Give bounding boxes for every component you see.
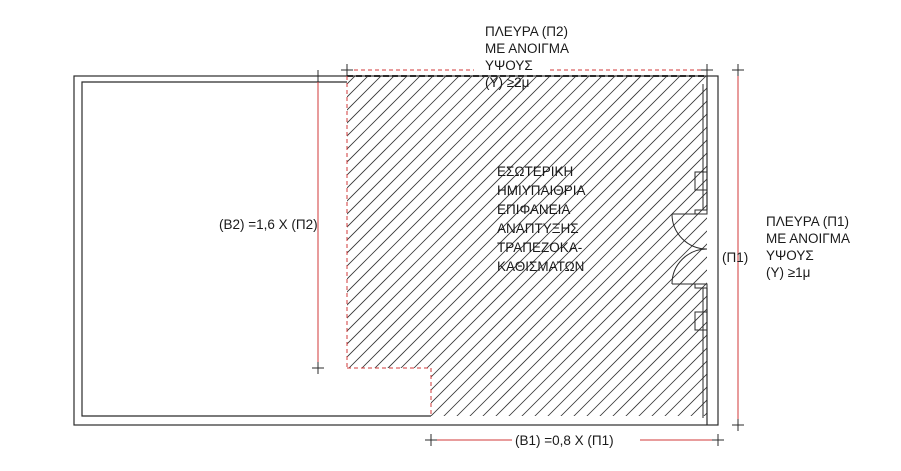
hatch-line: [373, 76, 707, 416]
hatch-line: [347, 76, 509, 416]
dim-b2-label: (Β2) =1,6 Χ (Π2): [219, 217, 318, 232]
hatch-line: [347, 76, 470, 416]
hatch-line: [347, 76, 678, 416]
door-swing-arc-lower: [671, 248, 708, 285]
hatch-line: [738, 40, 901, 460]
hatch-line: [386, 76, 707, 416]
hatched-area-label: ΕΣΩΤΕΡΙΚΗ ΗΜΙΥΠΑΙΘΡΙΑ ΕΠΙΦΑΝΕΙΑ ΑΝΑΠΤΥΞΗ…: [497, 164, 589, 274]
inner-wall-left: [81, 81, 431, 417]
building-walls: [73, 75, 719, 426]
hatch-line: [347, 76, 483, 416]
hatch-line: [516, 76, 707, 416]
hatch-line: [347, 76, 353, 416]
hatch-line: [347, 76, 704, 416]
hatch-line: [542, 76, 707, 416]
hatch-line: [0, 40, 313, 460]
hatch-line: [347, 76, 613, 416]
door-swing-arc-upper: [671, 213, 708, 250]
hatch-line: [347, 76, 444, 416]
hatch-line: [347, 76, 522, 416]
hatch-line: [347, 76, 392, 416]
hatch-line: [0, 40, 326, 460]
hatch-line: [620, 76, 707, 416]
hatch-line: [399, 76, 707, 416]
hatch-line: [347, 76, 496, 416]
hatch-line: [347, 76, 665, 416]
hatch-line: [347, 76, 366, 416]
dim-b1-label: (Β1) =0,8 Χ (Π1): [515, 433, 614, 448]
dim-p1-label: (Π1): [722, 250, 748, 265]
hatch-line: [490, 76, 707, 416]
side-p2-opening: [347, 69, 707, 77]
side-p2-label: ΠΛΕΥΡΑ (Π2) ΜΕ ΑΝΟΙΓΜΑ ΥΨΟΥΣ (Υ) ≥2μ: [485, 24, 572, 90]
side-p1-label: ΠΛΕΥΡΑ (Π1) ΜΕ ΑΝΟΙΓΜΑ ΥΨΟΥΣ (Υ) ≥1μ: [766, 214, 853, 280]
door-jamb-upper: [694, 171, 708, 191]
hatch-line: [347, 76, 691, 416]
hatch-line: [477, 76, 707, 416]
hatch-line: [438, 76, 707, 416]
hatch-line: [412, 76, 707, 416]
hatch-line: [594, 76, 707, 416]
hatch-line: [347, 76, 405, 416]
side-p1-opening: [671, 84, 708, 418]
hatch-line: [347, 76, 587, 416]
hatch-line: [529, 76, 707, 416]
hatch-line: [347, 76, 535, 416]
hatch-line: [425, 76, 707, 416]
hatch-line: [347, 76, 561, 416]
hatch-line: [503, 76, 707, 416]
hatched-area-boundary: [346, 76, 432, 416]
hatch-line: [607, 76, 707, 416]
hatch-line: [555, 76, 707, 416]
hatch-line: [347, 76, 379, 416]
outer-wall: [73, 75, 719, 426]
hatch-line: [347, 76, 652, 416]
hatch-line: [347, 76, 600, 416]
hatch-line: [451, 76, 707, 416]
hatch-line: [581, 76, 707, 416]
hatch-line: [633, 76, 707, 416]
hatch-line: [0, 40, 339, 460]
hatch-line: [347, 76, 639, 416]
dimension-ticks: [312, 64, 744, 446]
hatch-line: [347, 76, 626, 416]
hatch-line: [568, 76, 707, 416]
hatch-line: [347, 76, 418, 416]
door-jamb-lower: [694, 311, 708, 331]
hatch-line: [347, 76, 431, 416]
hatch-line: [347, 76, 457, 416]
hatch-line: [464, 76, 707, 416]
hatch-line: [347, 76, 574, 416]
hatch-line: [347, 76, 548, 416]
hatch-line: [0, 40, 300, 460]
